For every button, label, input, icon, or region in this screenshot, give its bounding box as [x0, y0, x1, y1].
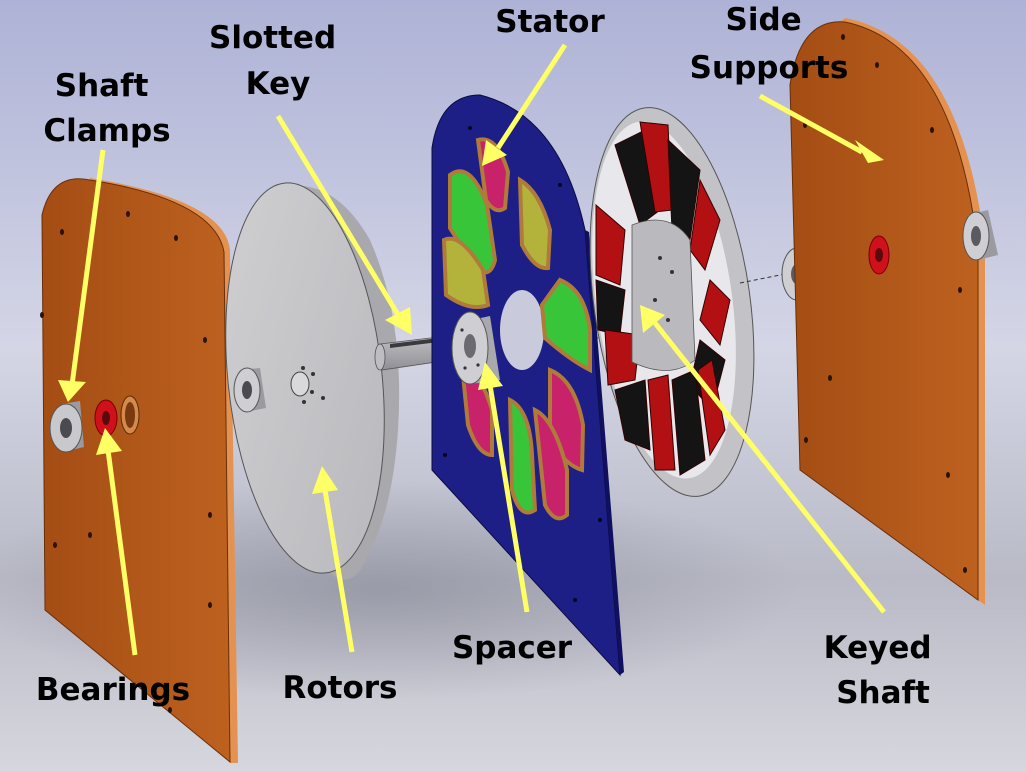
label-slotted-key-line-1: Slotted — [209, 20, 336, 56]
label-keyed-shaft: Keyed Shaft — [824, 630, 943, 711]
label-keyed-shaft-line-1: Keyed — [824, 630, 932, 666]
callout-arrows — [58, 43, 886, 656]
arrow-stator — [482, 43, 568, 166]
labels: Shaft Clamps Slotted Key Stator Side Sup… — [36, 2, 943, 711]
arrow-side-supports — [758, 93, 884, 163]
label-rotors: Rotors — [282, 670, 397, 706]
left-bearing-hole — [120, 395, 140, 435]
left-side-support — [40, 178, 238, 764]
label-shaft-clamps-line-2: Clamps — [43, 113, 170, 149]
arrow-shaft-clamps — [58, 149, 106, 402]
label-slotted-key-line-2: Key — [246, 66, 311, 102]
spacer — [451, 311, 500, 385]
label-side-supports: Side Supports — [690, 2, 849, 86]
label-shaft-clamps-line-1: Shaft — [55, 68, 149, 104]
right-side-support — [789, 18, 985, 605]
label-shaft-clamps: Shaft Clamps — [43, 68, 170, 149]
label-spacer-line-1: Spacer — [452, 630, 573, 666]
label-bearings-line-1: Bearings — [36, 672, 190, 708]
label-stator: Stator — [495, 4, 605, 40]
arrow-spacer — [478, 362, 530, 613]
label-side-supports-line-1: Side — [726, 2, 802, 38]
arrow-slotted-key — [275, 114, 412, 335]
label-spacer: Spacer — [452, 630, 573, 666]
label-side-supports-line-2: Supports — [690, 50, 849, 86]
arrow-rotors — [312, 466, 355, 653]
label-keyed-shaft-line-2: Shaft — [836, 675, 930, 711]
label-rotors-line-1: Rotors — [282, 670, 397, 706]
left-rotor — [225, 182, 400, 580]
right-bearing — [868, 235, 890, 275]
arrow-keyed-shaft — [640, 305, 886, 614]
label-stator-line-1: Stator — [495, 4, 605, 40]
rotor-hub-collar — [233, 367, 266, 413]
label-bearings: Bearings — [36, 672, 190, 708]
left-shaft-clamp — [49, 401, 84, 453]
stator-bolt-holes — [443, 126, 602, 602]
right-shaft-clamp — [962, 210, 998, 261]
arrow-bearings — [96, 428, 138, 656]
stator-coils — [441, 137, 592, 521]
label-slotted-key: Slotted Key — [209, 20, 347, 102]
magnets — [595, 121, 731, 476]
